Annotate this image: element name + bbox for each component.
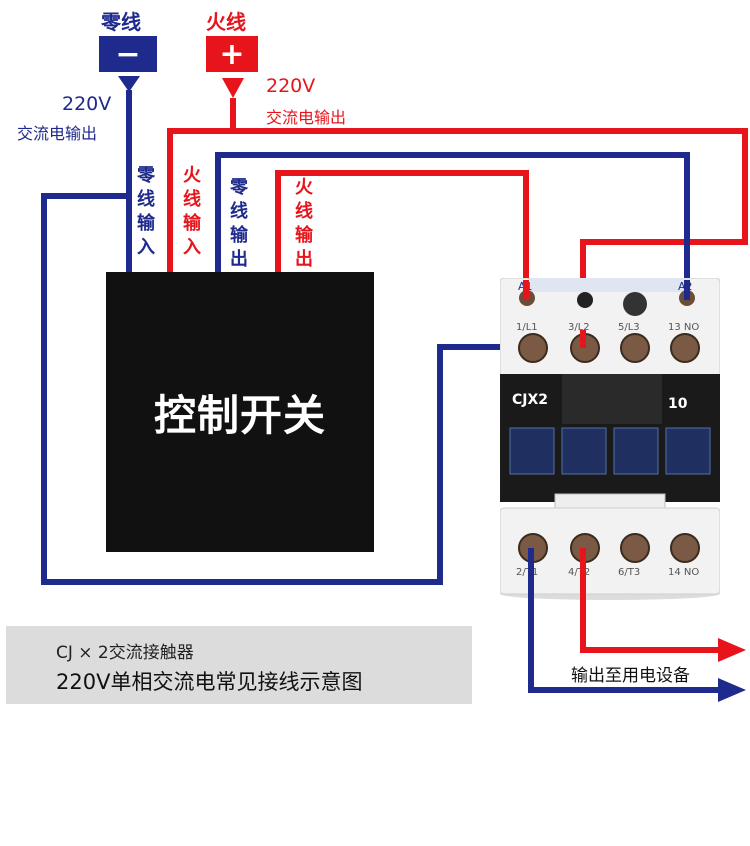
- live-arrows: [222, 78, 746, 662]
- terminal-1-label: 1/L1: [516, 322, 538, 333]
- caption-box: CJ × 2交流接触器 220V单相交流电常见接线示意图: [6, 626, 472, 704]
- terminal-4-label: 4/T2: [568, 567, 590, 578]
- live-desc: 交流电输出: [266, 108, 347, 127]
- live-out-label: 火线输出: [295, 177, 313, 270]
- neutral-minus-icon: −: [99, 36, 157, 72]
- live-in-label: 火线输入: [183, 165, 201, 258]
- neutral-title: 零线: [101, 10, 141, 34]
- model-label: CJX2: [512, 392, 548, 408]
- neutral-wires: [41, 90, 720, 693]
- neutral-out-label: 零线输出: [230, 177, 248, 270]
- caption-line-2: 220V单相交流电常见接线示意图: [56, 670, 363, 694]
- aux-label: 10: [668, 396, 688, 412]
- terminal-13-label: 13 NO: [668, 322, 699, 333]
- live-title: 火线: [206, 10, 246, 34]
- neutral-desc: 交流电输出: [17, 124, 98, 143]
- terminal-14-label: 14 NO: [668, 567, 699, 578]
- control-switch-label: 控制开关: [153, 390, 326, 440]
- control-switch: 控制开关: [106, 272, 374, 552]
- live-voltage: 220V: [266, 75, 316, 97]
- caption-line-1: CJ × 2交流接触器: [56, 643, 194, 663]
- output-label: 输出至用电设备: [571, 666, 690, 686]
- terminal-3-label: 3/L2: [568, 322, 590, 333]
- contactor: A1 A2 1/L1 3/L2 5/L3 13 NO CJX2 10 2/T1 …: [500, 278, 720, 600]
- terminal-5-label: 5/L3: [618, 322, 640, 333]
- neutral-arrows: [118, 76, 746, 702]
- terminal-2-label: 2/T1: [516, 567, 538, 578]
- live-plus-icon: +: [206, 36, 258, 72]
- neutral-voltage: 220V: [62, 93, 112, 115]
- neutral-in-label: 零线输入: [137, 165, 155, 258]
- terminal-6-label: 6/T3: [618, 567, 640, 578]
